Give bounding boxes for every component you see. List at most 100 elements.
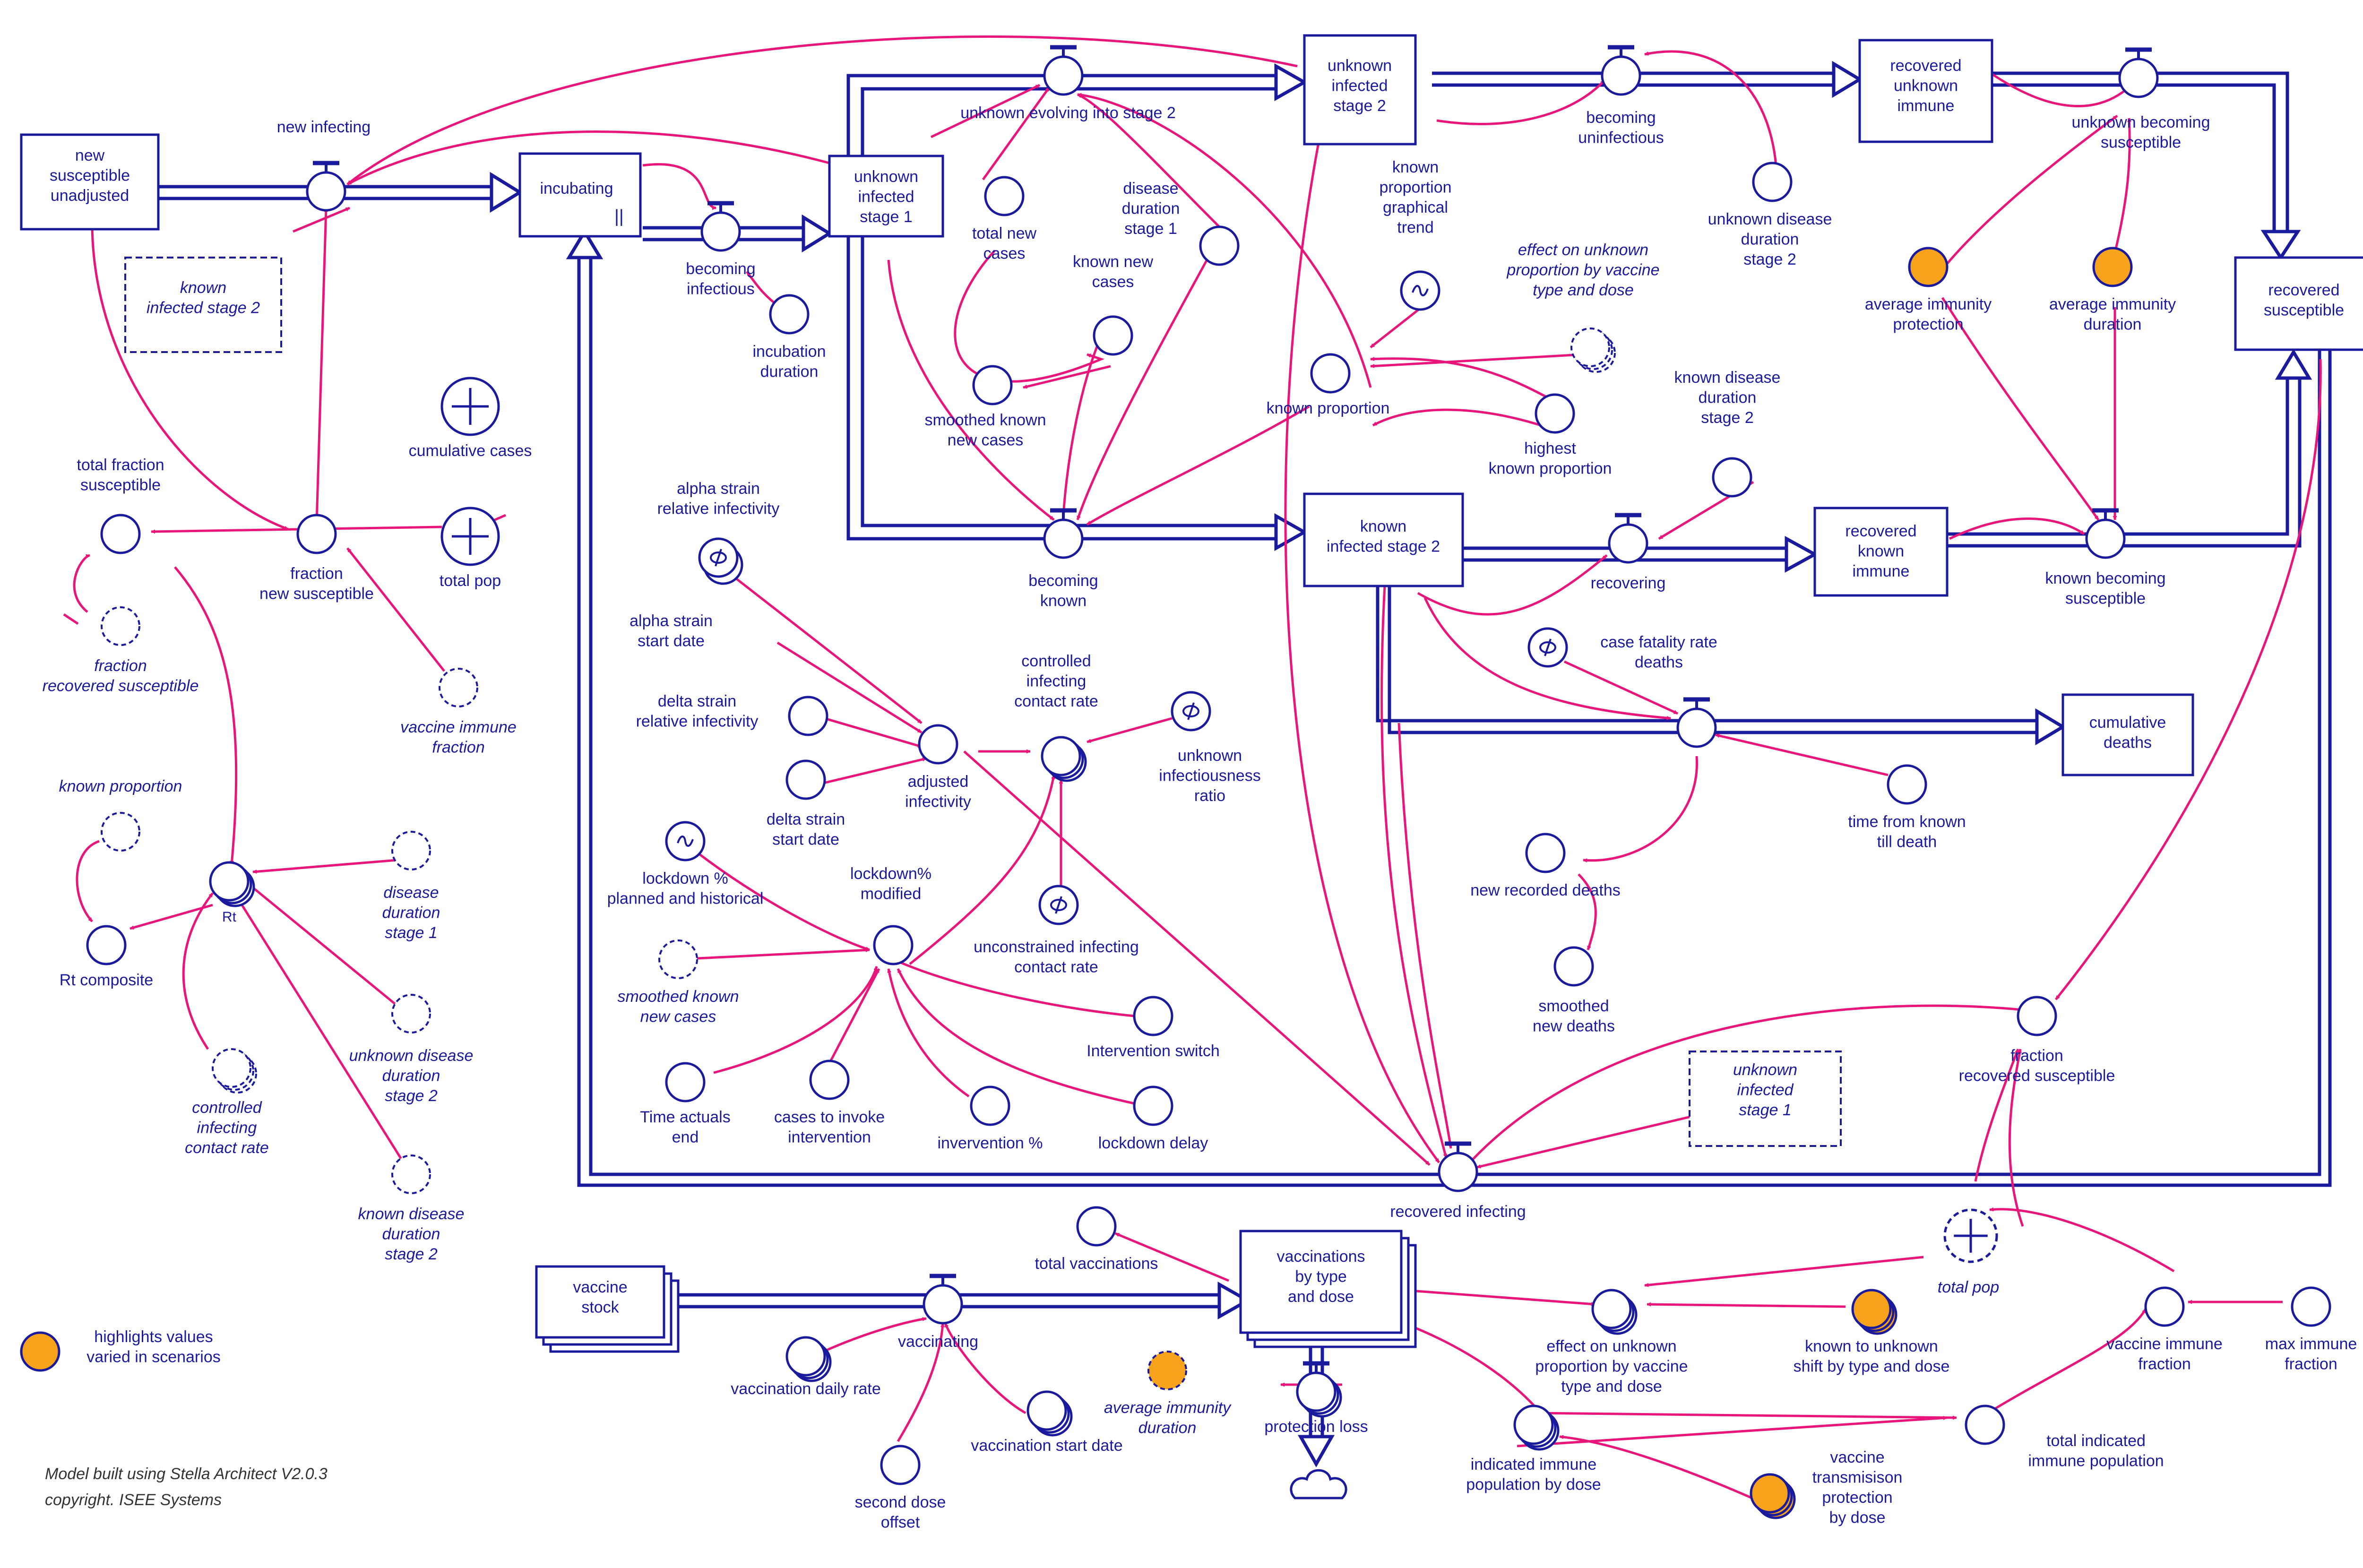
valve-deaths[interactable] (1676, 697, 1717, 748)
stock-vaccine-stock[interactable] (535, 1265, 665, 1339)
converter-unknown-infectiousness-ratio[interactable] (1171, 691, 1211, 732)
ghost-unknown-disease-duration-stage-2[interactable] (391, 994, 431, 1034)
stock-recovered-susceptible[interactable] (2234, 256, 2363, 351)
converter-adjusted-infectivity[interactable] (918, 724, 958, 765)
ghost-stock-known-infected-stage-2[interactable] (124, 257, 282, 353)
valve-vaccinating[interactable] (923, 1274, 963, 1325)
ghost-controlled-infecting-contact-rate[interactable] (212, 1048, 257, 1094)
converter-delta-strain-start-date[interactable] (785, 759, 826, 800)
label-flow-unknown-evolving: unknown evolving into stage 2 (960, 104, 1176, 122)
converter-indicated-immune-population[interactable] (1513, 1404, 1560, 1451)
converter-fraction-recovered-susceptible[interactable] (2017, 996, 2057, 1036)
ghost-known-disease-duration-stage-2[interactable] (391, 1154, 431, 1194)
converter-time-actuals-end[interactable] (665, 1062, 706, 1103)
label-line: highlights values (94, 1328, 213, 1346)
stock-unknown-infected-stage-1[interactable] (828, 155, 944, 238)
valve-known-becoming-susceptible[interactable] (2085, 508, 2126, 559)
converter-highest-known-proportion[interactable] (1535, 393, 1575, 434)
label-flow-protection-loss: protection loss (1264, 1418, 1368, 1436)
highlight-average-immunity-duration[interactable] (2092, 247, 2133, 287)
converter-protection-loss-stack[interactable] (1296, 1371, 1342, 1418)
converter-time-from-known-till-death[interactable] (1887, 764, 1927, 805)
valve-unknown-becoming-susceptible[interactable] (2118, 47, 2159, 98)
highlight-vaccine-transmission-protection[interactable] (1750, 1473, 1796, 1519)
converter-controlled-infecting-contact-rate[interactable] (1041, 736, 1087, 782)
ghost-disease-duration-stage-1[interactable] (391, 831, 431, 870)
converter-case-fatality-rate[interactable] (1527, 627, 1568, 668)
label-line: relative infectivity (657, 500, 780, 518)
ghost-vaccine-immune-fraction[interactable] (439, 668, 478, 707)
stock-recovered-known-immune[interactable] (1813, 507, 1949, 597)
converter-new-recorded-deaths[interactable] (1525, 833, 1566, 873)
converter-total-indicated-immune-population[interactable] (1965, 1404, 2005, 1445)
converter-invervention-pct[interactable] (970, 1086, 1010, 1126)
label-vaccination-start-date: vaccination start date (971, 1437, 1122, 1455)
converter-lockdown-planned[interactable] (665, 821, 706, 862)
summer-total-pop-ghost[interactable] (1943, 1208, 1998, 1263)
converter-vaccination-daily-rate[interactable] (785, 1336, 832, 1382)
converter-incubation-duration[interactable] (769, 294, 810, 335)
converter-delta-strain-relative-infectivity[interactable] (788, 696, 828, 736)
converter-effect-on-unknown-proportion[interactable] (1591, 1289, 1638, 1335)
label-line: known (180, 279, 226, 297)
ghost-average-immunity-duration[interactable] (1147, 1351, 1187, 1390)
converter-total-new-cases[interactable] (984, 176, 1025, 216)
stock-recovered-unknown-immune[interactable] (1858, 39, 1993, 143)
highlight-average-immunity-protection[interactable] (1908, 247, 1949, 287)
converter-smoothed-known-new-cases[interactable] (972, 365, 1013, 405)
valve-becoming-known[interactable] (1043, 508, 1084, 559)
converter-rt-composite[interactable] (86, 925, 127, 965)
converter-cases-to-invoke[interactable] (809, 1060, 850, 1100)
label-line: deaths (2104, 734, 2152, 752)
ghost-smoothed-known-new-cases[interactable] (658, 939, 698, 979)
ghost-effect-on-unknown-proportion[interactable] (1570, 327, 1616, 373)
converter-disease-duration-stage-1[interactable] (1199, 225, 1240, 266)
converter-total-fraction-susceptible[interactable] (100, 514, 141, 554)
converter-max-immune-fraction[interactable] (2291, 1286, 2331, 1327)
converter-intervention-switch[interactable] (1133, 996, 1173, 1036)
summer-cumulative-cases[interactable] (440, 377, 500, 436)
ghost-fraction-recovered-susceptible[interactable] (101, 606, 140, 646)
valve-becoming-uninfectious[interactable] (1601, 45, 1641, 96)
label-line: susceptible (2264, 302, 2344, 319)
ghost-stock-unknown-infected-stage-1[interactable] (1689, 1051, 1842, 1147)
converter-fraction-new-susceptible[interactable] (296, 514, 337, 554)
converter-lockdown-modified[interactable] (873, 925, 914, 965)
converter-vaccination-start-date[interactable] (1026, 1390, 1073, 1437)
converter-known-proportion-graphical-trend[interactable] (1400, 270, 1440, 311)
valve-recovering[interactable] (1608, 513, 1648, 564)
converter-known-new-cases[interactable] (1093, 315, 1133, 356)
stock-vaccinations-by-type[interactable] (1239, 1230, 1403, 1334)
highlight-known-to-unknown-shift[interactable] (1851, 1289, 1897, 1335)
label-line: highest (1524, 439, 1576, 457)
converter-unknown-disease-duration-stage-2[interactable] (1752, 162, 1793, 202)
label-line: Rt (222, 909, 237, 925)
converter-lockdown-delay[interactable] (1133, 1086, 1173, 1126)
valve-unknown-evolving[interactable] (1043, 45, 1084, 96)
summer-total-pop[interactable] (440, 507, 500, 566)
converter-unconstrained-infecting-contact-rate[interactable] (1038, 885, 1079, 925)
valve-new-infecting[interactable] (306, 161, 346, 212)
stock-unknown-infected-stage-2[interactable] (1303, 34, 1417, 146)
converter-total-vaccinations[interactable] (1076, 1206, 1117, 1247)
cloud-icon (1290, 1469, 1347, 1499)
converter-alpha-strain-relative-infectivity[interactable] (698, 537, 739, 578)
stock-incubating[interactable] (518, 152, 642, 238)
ghost-known-proportion[interactable] (101, 812, 140, 852)
stock-known-infected-stage-2[interactable] (1303, 492, 1464, 587)
converter-rt[interactable] (209, 861, 255, 907)
valve-recovered-infecting[interactable] (1438, 1141, 1478, 1192)
stock-cumulative-deaths[interactable] (2061, 693, 2194, 776)
valve-becoming-infectious[interactable] (700, 201, 741, 252)
converter-known-disease-duration-stage-2[interactable] (1712, 457, 1752, 498)
converter-known-proportion[interactable] (1310, 353, 1351, 394)
stocks (20, 34, 2363, 1353)
converter-second-dose-offset[interactable] (880, 1445, 921, 1485)
converter-smoothed-new-deaths[interactable] (1553, 946, 1594, 987)
stock-new-susceptible-unadjusted[interactable] (20, 133, 160, 231)
converter-vaccine-immune-fraction[interactable] (2144, 1286, 2185, 1327)
